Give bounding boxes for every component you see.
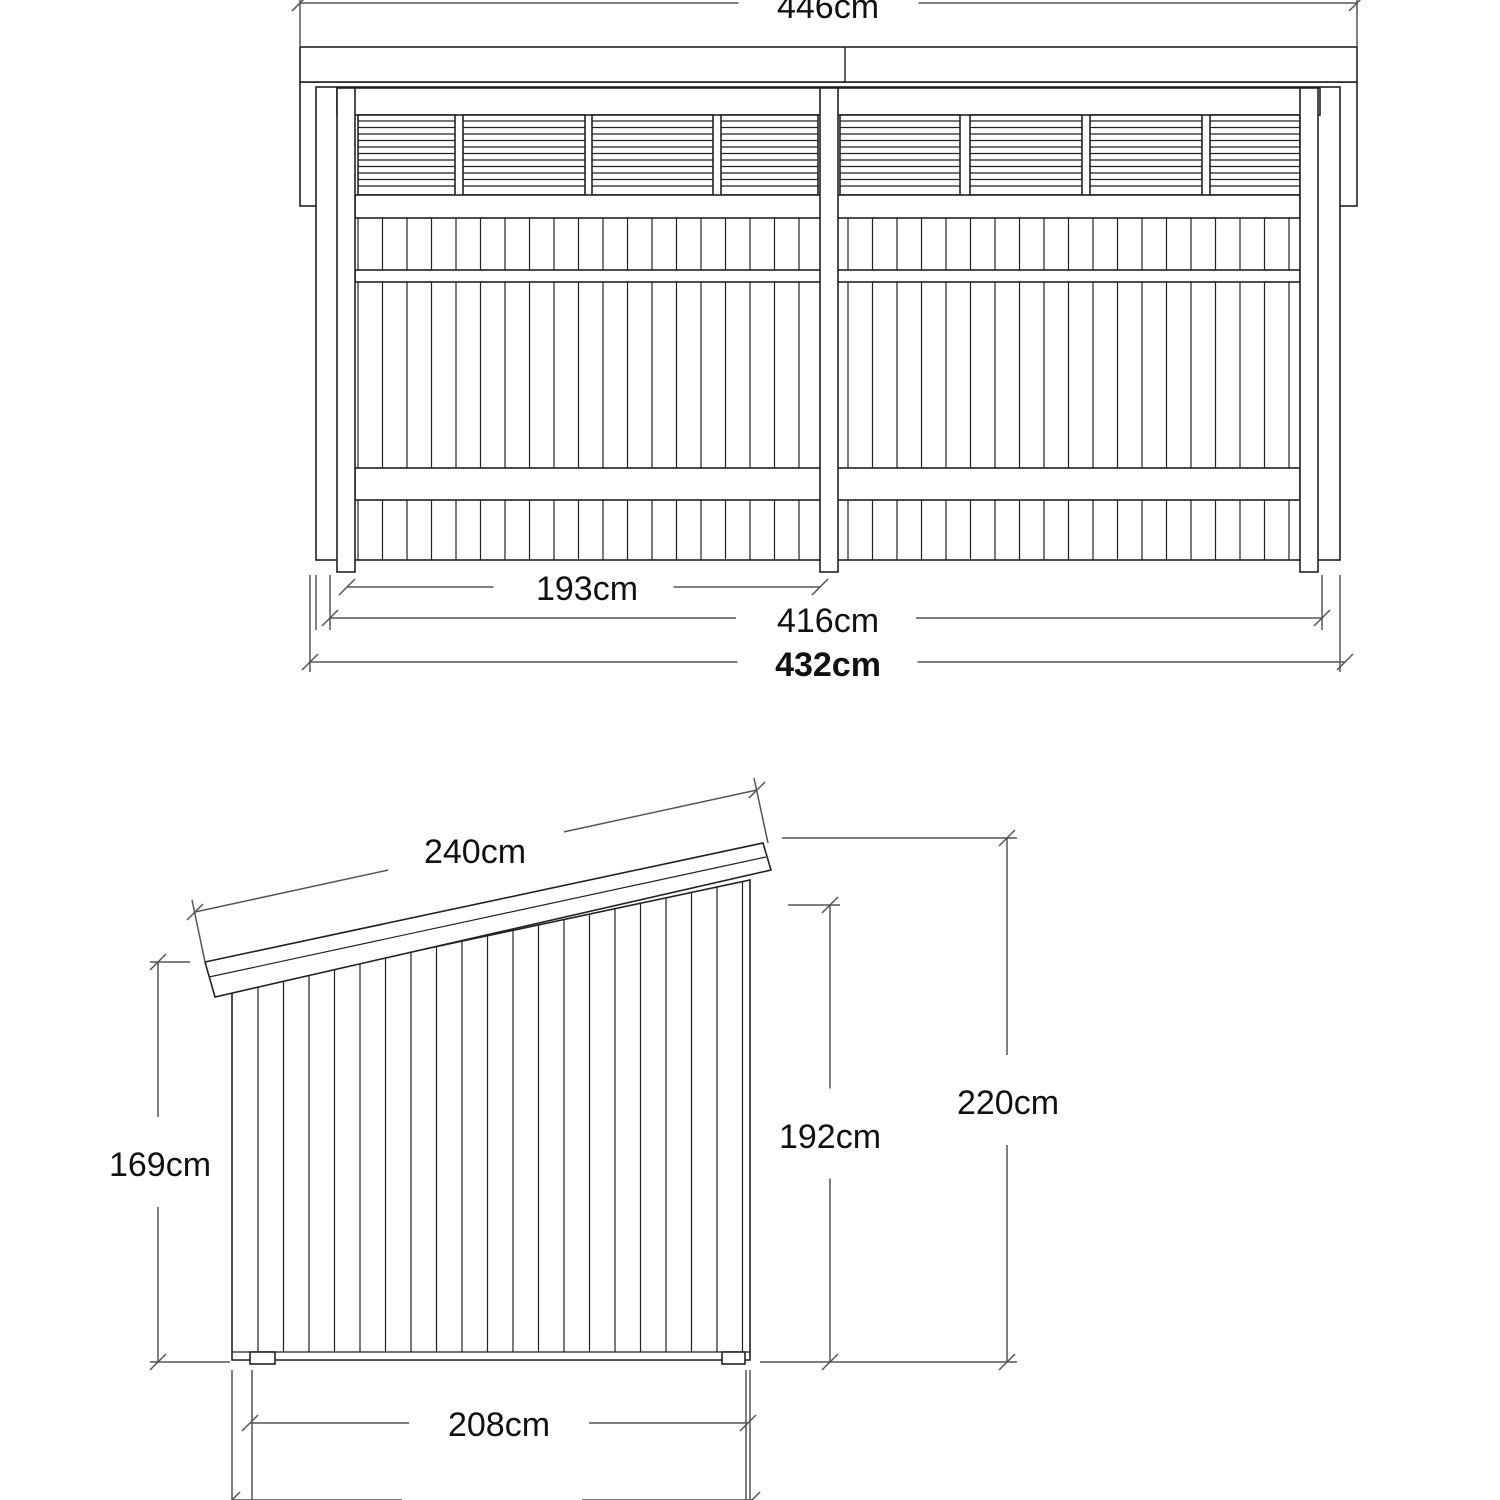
front-view xyxy=(299,46,1358,573)
side-wall xyxy=(231,879,751,1361)
dim-193-tick xyxy=(338,578,356,596)
dim-240-label: 240cm xyxy=(424,833,526,871)
side-view xyxy=(203,842,773,1365)
post-right xyxy=(1299,87,1319,573)
louver-panel xyxy=(1209,114,1301,196)
dim-208-tick xyxy=(739,1414,757,1432)
dim-240-line xyxy=(194,869,389,913)
dim-446-label: 446cm xyxy=(777,0,879,26)
dim-220-label: 220cm xyxy=(957,1084,1059,1122)
dimension-lines xyxy=(149,0,1362,1500)
dim-208-tick xyxy=(241,1414,259,1432)
dim-192-label: 192cm xyxy=(779,1118,881,1156)
dim-218-tick xyxy=(230,1491,241,1500)
dim-416-label: 416cm xyxy=(777,602,879,640)
roof xyxy=(299,46,1358,83)
post-left xyxy=(336,87,356,573)
foot-front xyxy=(721,1351,746,1365)
louver-panel xyxy=(1089,114,1203,196)
dim-432-label: 432cm xyxy=(775,646,881,684)
side-roof xyxy=(203,842,773,998)
louver-panel xyxy=(591,114,714,196)
louver-panel xyxy=(462,114,586,196)
ext xyxy=(753,777,769,844)
dim-193-label: 193cm xyxy=(536,570,638,608)
louver-panel xyxy=(839,114,961,196)
dim-169-label: 169cm xyxy=(109,1146,211,1184)
dim-193-tick xyxy=(811,578,829,596)
ext xyxy=(191,899,206,963)
roof-edge xyxy=(208,856,767,978)
dim-208-label: 208cm xyxy=(448,1406,550,1444)
post-middle xyxy=(819,87,839,573)
louver-panel xyxy=(969,114,1083,196)
dim-218-label: 218cm xyxy=(439,1494,545,1500)
dim-240-line xyxy=(563,789,758,833)
dim-218-tick xyxy=(750,1491,761,1500)
foot-rear xyxy=(249,1351,276,1365)
